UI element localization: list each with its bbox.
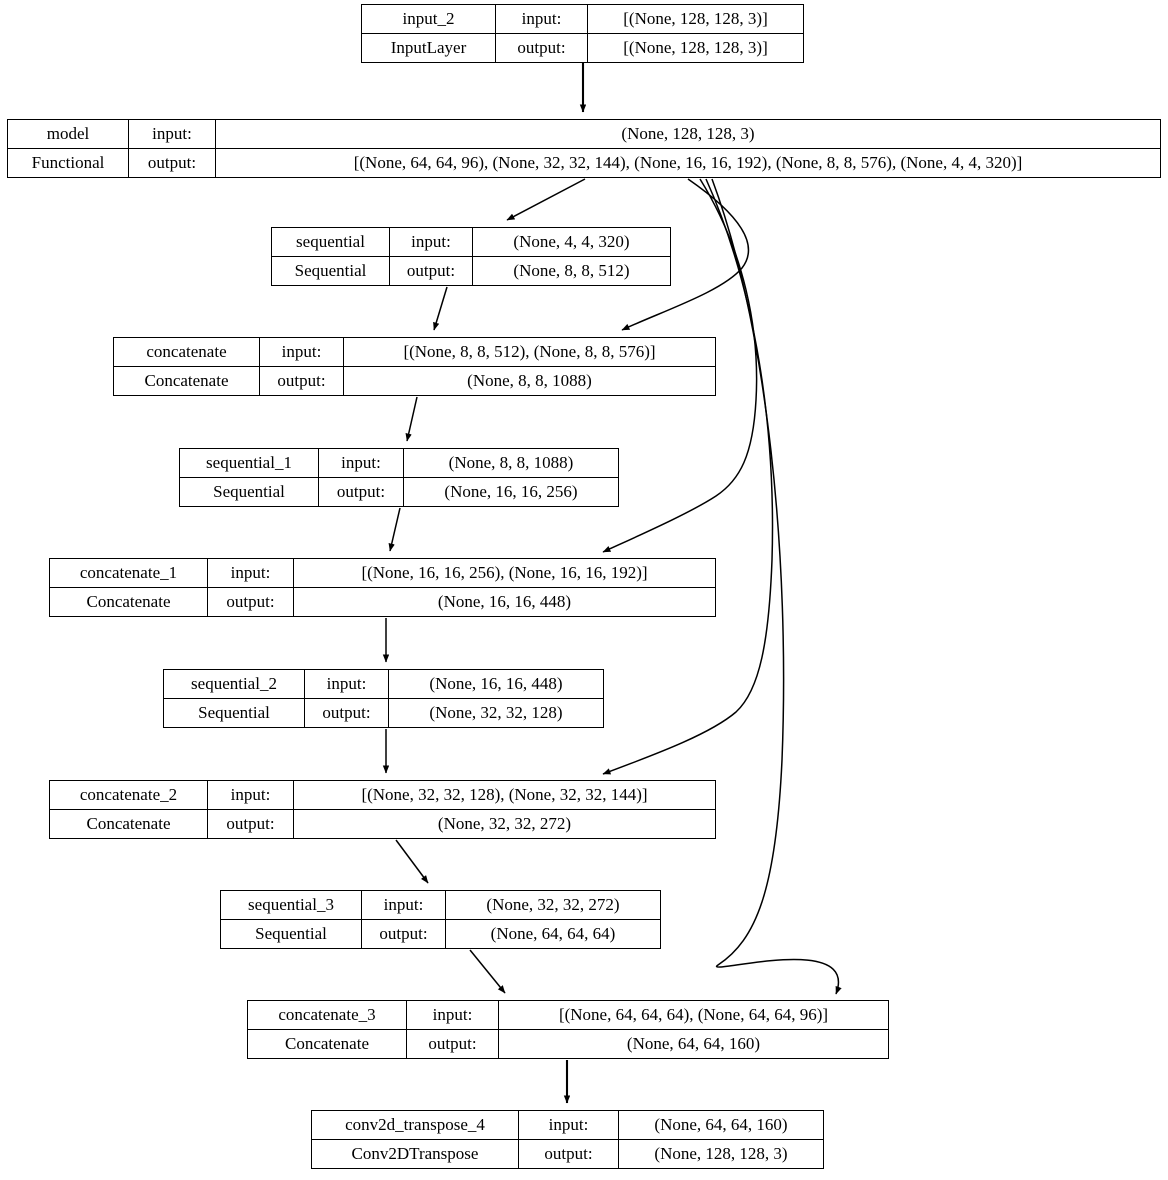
node-layer-class: Sequential [221, 919, 362, 948]
node-input-shape: (None, 128, 128, 3) [216, 120, 1160, 149]
node-output-label: output: [305, 698, 389, 727]
node-output-label: output: [208, 809, 294, 838]
node-layer-class: Concatenate [114, 366, 260, 395]
node-input-shape: [(None, 16, 16, 256), (None, 16, 16, 192… [294, 559, 715, 588]
node-sequential_2[interactable]: sequential_2 input: (None, 16, 16, 448) … [163, 669, 604, 728]
node-output-shape: (None, 32, 32, 272) [437, 814, 572, 834]
node-concatenate_1[interactable]: concatenate_1 input: [(None, 16, 16, 256… [49, 558, 716, 617]
node-input-label: input: [208, 781, 294, 810]
node-sequential[interactable]: sequential input: (None, 4, 4, 320) Sequ… [271, 227, 671, 286]
node-input-shape: [(None, 64, 64, 64), (None, 64, 64, 96)] [499, 1001, 888, 1030]
node-layer-name: input_2 [362, 5, 496, 34]
node-layer-name: sequential [272, 228, 390, 257]
node-input-label: input: [208, 559, 294, 588]
node-layer-name: concatenate [114, 338, 260, 367]
node-layer-class: Sequential [272, 256, 390, 285]
edge-model-to-sequential [506, 178, 586, 221]
edge-sequential-1-to-concatenate-1 [388, 507, 401, 552]
node-layer-class: InputLayer [362, 33, 496, 62]
node-output-label: output: [362, 919, 446, 948]
node-layer-name: sequential_1 [180, 449, 319, 478]
node-concatenate_3[interactable]: concatenate_3 input: [(None, 64, 64, 64)… [247, 1000, 889, 1059]
node-input-shape: [(None, 128, 128, 3)] [588, 5, 803, 34]
edge-sequential-to-concatenate [433, 286, 448, 331]
node-input-shape: (None, 32, 32, 272) [446, 891, 660, 920]
node-input-shape: (None, 8, 8, 1088) [404, 449, 618, 478]
node-layer-name: sequential_3 [221, 891, 362, 920]
node-output-shape: (None, 16, 16, 256) [444, 482, 578, 502]
node-concatenate[interactable]: concatenate input: [(None, 8, 8, 512), (… [113, 337, 716, 396]
node-layer-name: concatenate_2 [50, 781, 208, 810]
node-layer-name: conv2d_transpose_4 [312, 1111, 519, 1140]
edge-concatenate-to-sequential-1 [405, 396, 418, 442]
node-output-shape: (None, 16, 16, 448) [437, 592, 572, 612]
edge-concatenate-2-to-sequential-3 [395, 839, 429, 884]
node-input-label: input: [407, 1001, 499, 1030]
node-output-shape: (None, 8, 8, 512) [513, 261, 630, 281]
node-input-label: input: [129, 120, 216, 149]
node-output-label: output: [129, 148, 216, 177]
node-output-label: output: [208, 587, 294, 616]
node-output-label: output: [496, 33, 588, 62]
node-output-label: output: [319, 477, 404, 506]
node-sequential_3[interactable]: sequential_3 input: (None, 32, 32, 272) … [220, 890, 661, 949]
node-input-label: input: [319, 449, 404, 478]
node-layer-name: model [8, 120, 129, 149]
node-input-shape: [(None, 8, 8, 512), (None, 8, 8, 576)] [344, 338, 715, 367]
node-input-label: input: [305, 670, 389, 699]
node-output-shape: [(None, 64, 64, 96), (None, 32, 32, 144)… [353, 153, 1023, 173]
node-conv2d_transpose_4[interactable]: conv2d_transpose_4 input: (None, 64, 64,… [311, 1110, 824, 1169]
node-input-shape: (None, 64, 64, 160) [619, 1111, 823, 1140]
node-layer-class: Concatenate [50, 587, 208, 616]
node-input-shape: [(None, 32, 32, 128), (None, 32, 32, 144… [294, 781, 715, 810]
node-input-label: input: [519, 1111, 619, 1140]
node-concatenate_2[interactable]: concatenate_2 input: [(None, 32, 32, 128… [49, 780, 716, 839]
node-layer-name: sequential_2 [164, 670, 305, 699]
node-input-shape: (None, 4, 4, 320) [473, 228, 670, 257]
node-input-label: input: [260, 338, 344, 367]
node-input-label: input: [362, 891, 446, 920]
node-input-label: input: [496, 5, 588, 34]
node-layer-class: Sequential [180, 477, 319, 506]
node-sequential_1[interactable]: sequential_1 input: (None, 8, 8, 1088) S… [179, 448, 619, 507]
node-layer-class: Functional [8, 148, 129, 177]
node-input_2[interactable]: input_2 input: [(None, 128, 128, 3)] Inp… [361, 4, 804, 63]
node-output-shape: (None, 64, 64, 64) [490, 924, 616, 944]
node-layer-name: concatenate_1 [50, 559, 208, 588]
node-input-label: input: [390, 228, 473, 257]
node-output-label: output: [519, 1139, 619, 1168]
node-output-shape: (None, 128, 128, 3) [654, 1144, 788, 1164]
node-layer-name: concatenate_3 [248, 1001, 407, 1030]
node-output-label: output: [390, 256, 473, 285]
node-output-shape: (None, 32, 32, 128) [429, 703, 563, 723]
node-input-shape: (None, 16, 16, 448) [389, 670, 603, 699]
node-output-label: output: [260, 366, 344, 395]
node-output-shape: (None, 64, 64, 160) [626, 1034, 761, 1054]
node-model[interactable]: model input: (None, 128, 128, 3) Functio… [7, 119, 1161, 178]
node-layer-class: Concatenate [248, 1029, 407, 1058]
node-output-shape: (None, 8, 8, 1088) [467, 371, 592, 391]
node-layer-class: Sequential [164, 698, 305, 727]
node-layer-class: Conv2DTranspose [312, 1139, 519, 1168]
node-output-shape: [(None, 128, 128, 3)] [623, 38, 768, 58]
edge-model-to-concatenate-3 [711, 178, 842, 995]
node-output-label: output: [407, 1029, 499, 1058]
node-layer-class: Concatenate [50, 809, 208, 838]
edge-sequential-3-to-concatenate-3 [469, 949, 506, 994]
